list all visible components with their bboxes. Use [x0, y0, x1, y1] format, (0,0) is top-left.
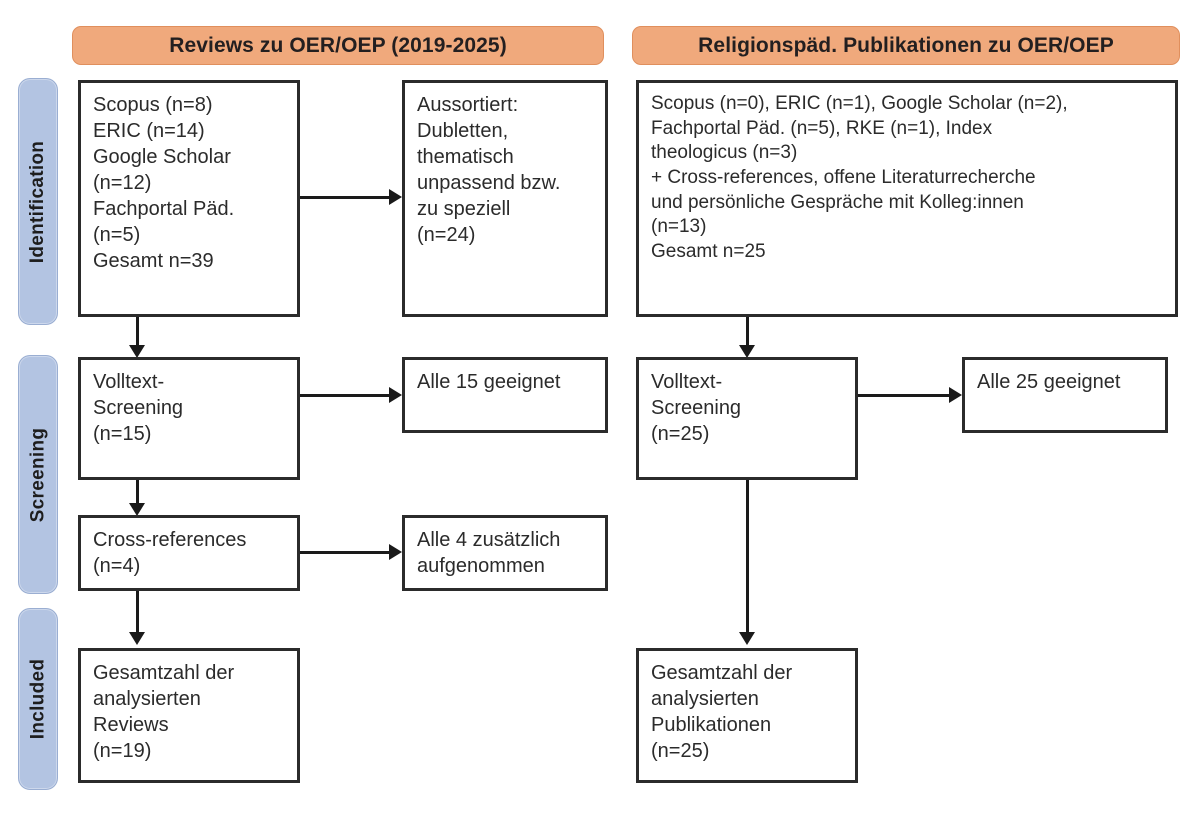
- column-header-reviews: Reviews zu OER/OEP (2019-2025): [72, 26, 604, 65]
- box-left-screening-fulltext: Volltext- Screening (n=15): [78, 357, 300, 480]
- arrowhead-left-crossrefs-to-added: [389, 544, 402, 560]
- connector-left-crossrefs-to-added: [300, 551, 390, 554]
- box-left-screening-crossrefs: Cross-references (n=4): [78, 515, 300, 591]
- box-right-included-total: Gesamtzahl der analysierten Publikatione…: [636, 648, 858, 783]
- arrowhead-right-fulltext-to-included: [739, 632, 755, 645]
- connector-left-identification-to-screening: [136, 317, 139, 350]
- box-right-screening-eligible: Alle 25 geeignet: [962, 357, 1168, 433]
- box-right-screening-fulltext: Volltext- Screening (n=25): [636, 357, 858, 480]
- box-left-included-total: Gesamtzahl der analysierten Reviews (n=1…: [78, 648, 300, 783]
- arrowhead-right-fulltext-to-eligible: [949, 387, 962, 403]
- box-left-screening-eligible: Alle 15 geeignet: [402, 357, 608, 433]
- box-right-identification-sources: Scopus (n=0), ERIC (n=1), Google Scholar…: [636, 80, 1178, 317]
- connector-right-fulltext-to-eligible: [858, 394, 950, 397]
- stage-label-identification: Identification: [27, 140, 49, 263]
- stage-bar-identification: Identification: [18, 78, 58, 325]
- stage-bar-included: Included: [18, 608, 58, 790]
- connector-left-sources-to-excluded: [300, 196, 390, 199]
- box-left-screening-crossrefs-added: Alle 4 zusätzlich aufgenommen: [402, 515, 608, 591]
- connector-left-fulltext-to-eligible: [300, 394, 390, 397]
- arrowhead-right-identification-to-screening: [739, 345, 755, 358]
- stage-bar-screening: Screening: [18, 355, 58, 594]
- box-left-identification-excluded: Aussortiert: Dubletten, thematisch unpas…: [402, 80, 608, 317]
- stage-label-included: Included: [27, 658, 49, 740]
- arrowhead-left-identification-to-screening: [129, 345, 145, 358]
- stage-label-screening: Screening: [27, 427, 49, 522]
- arrowhead-left-fulltext-to-eligible: [389, 387, 402, 403]
- connector-left-crossrefs-to-included: [136, 591, 139, 637]
- column-header-reviews-label: Reviews zu OER/OEP (2019-2025): [169, 33, 507, 57]
- box-left-identification-sources: Scopus (n=8) ERIC (n=14) Google Scholar …: [78, 80, 300, 317]
- column-header-publikationen: Religionspäd. Publikationen zu OER/OEP: [632, 26, 1180, 65]
- arrowhead-left-crossrefs-to-included: [129, 632, 145, 645]
- column-header-publikationen-label: Religionspäd. Publikationen zu OER/OEP: [698, 33, 1114, 57]
- connector-right-identification-to-screening: [746, 317, 749, 350]
- connector-left-fulltext-to-crossrefs: [136, 480, 139, 508]
- arrowhead-left-sources-to-excluded: [389, 189, 402, 205]
- connector-right-fulltext-to-included: [746, 480, 749, 637]
- arrowhead-left-fulltext-to-crossrefs: [129, 503, 145, 516]
